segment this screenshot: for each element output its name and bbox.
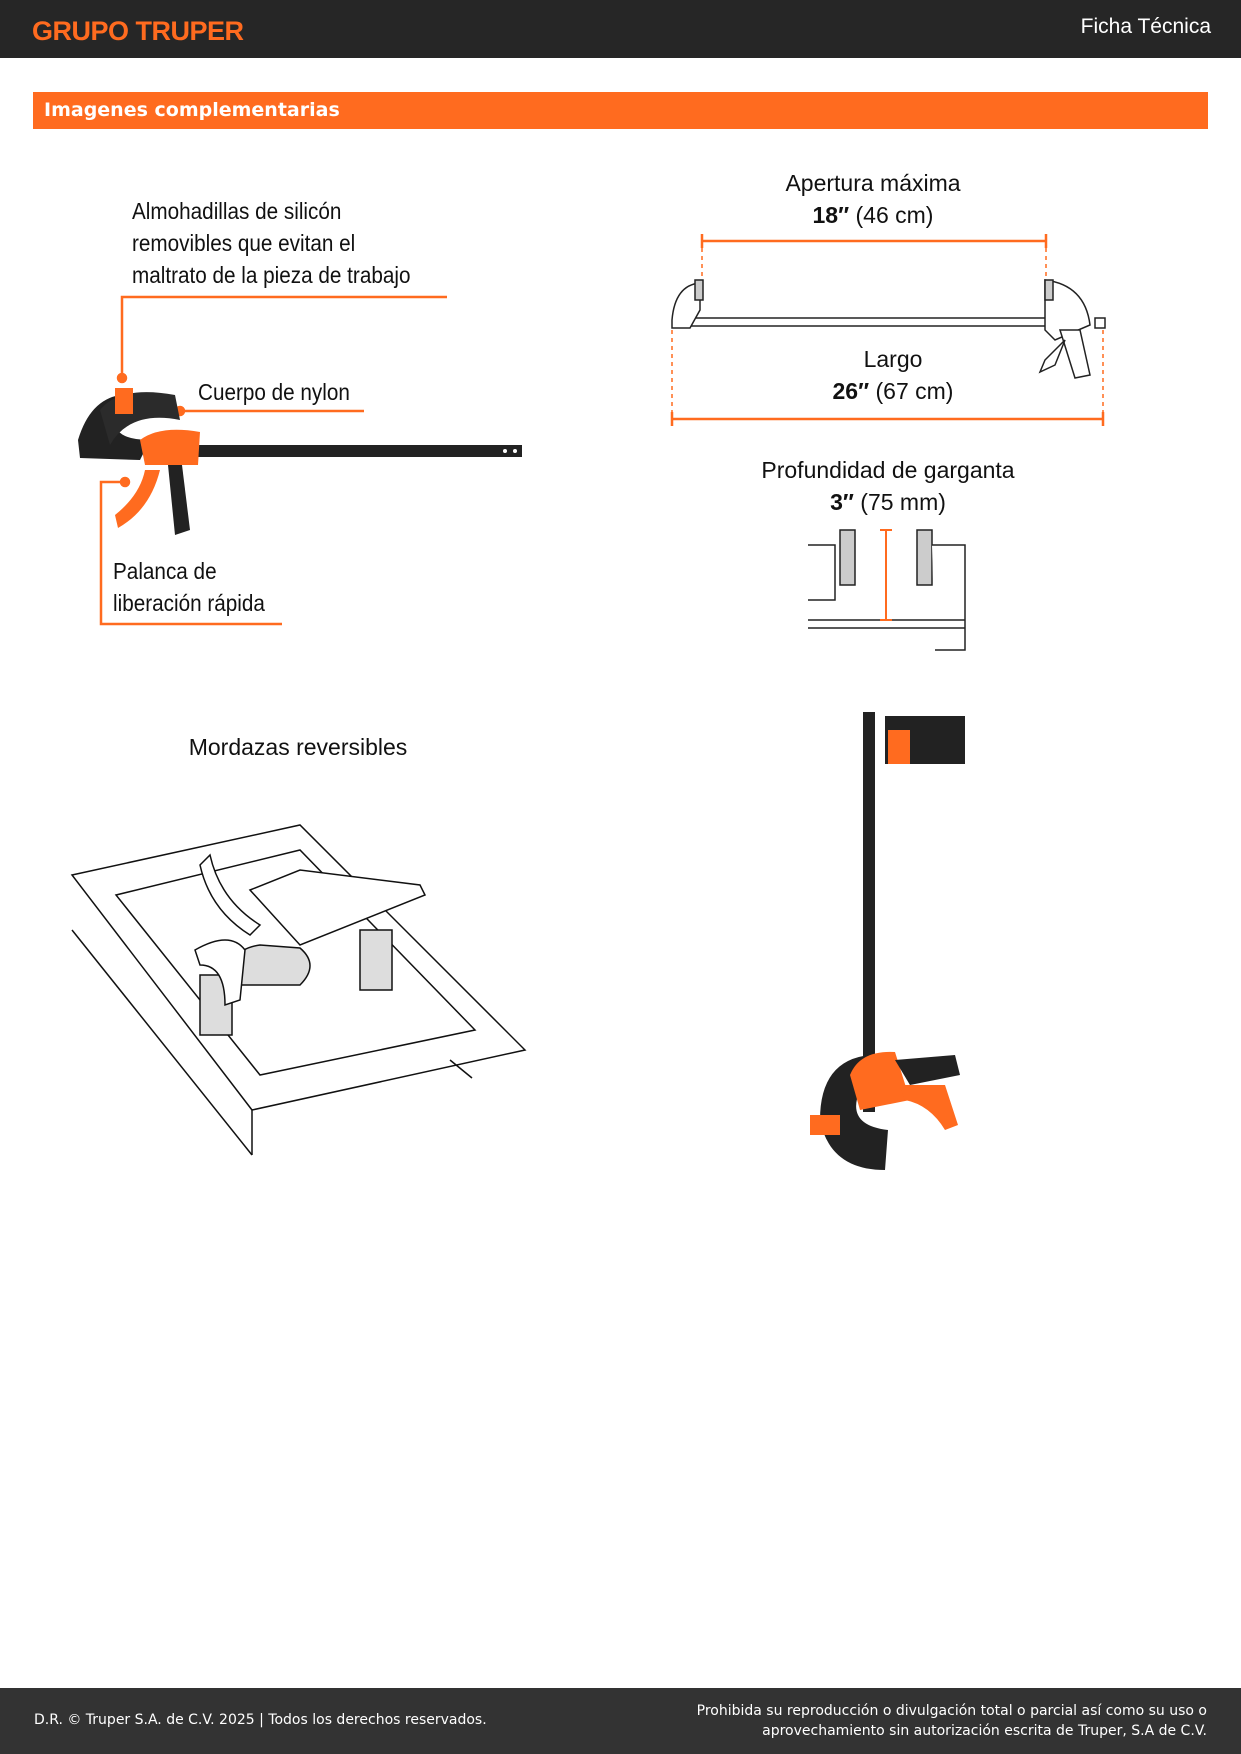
- callout-line: removibles que evitan el: [132, 230, 356, 256]
- page-footer: D.R. © Truper S.A. de C.V. 2025 | Todos …: [0, 1688, 1241, 1754]
- dimension-metric: (46 cm): [855, 202, 934, 228]
- header-title: Ficha Técnica: [1080, 15, 1211, 38]
- section-title: Imagenes complementarias: [44, 99, 340, 121]
- callout-lever: Palanca de liberación rápida: [113, 555, 265, 619]
- section-header: Imagenes complementarias: [33, 92, 1208, 129]
- reversible-jaws-sketch: [70, 824, 527, 1156]
- callout-body: Cuerpo de nylon: [198, 379, 350, 405]
- page-header: GRUPO TRUPER Ficha Técnica: [0, 0, 1241, 58]
- brand-logo: GRUPO TRUPER: [32, 16, 244, 46]
- legal-notice: Prohibida su reproducción o divulgación …: [697, 1701, 1207, 1741]
- dimension-label: Profundidad de garganta: [761, 457, 1015, 483]
- dimension-label: Apertura máxima: [785, 170, 961, 196]
- callout-lines: [99, 295, 447, 626]
- dimension-metric: (75 mm): [860, 489, 946, 515]
- dimension-value: 26″: [832, 378, 870, 404]
- dimension-length: Largo 26″ (67 cm): [693, 343, 1093, 407]
- copyright: D.R. © Truper S.A. de C.V. 2025 | Todos …: [34, 1712, 487, 1728]
- dimension-opening: Apertura máxima 18″ (46 cm): [673, 167, 1073, 231]
- callout-line: Almohadillas de silicón: [132, 198, 342, 224]
- clamp-photo-horizontal: [78, 388, 522, 535]
- dimension-diagram: [670, 234, 1106, 651]
- callout-line: maltrato de la pieza de trabajo: [132, 262, 411, 288]
- notice-line: aprovechamiento sin autorización escrita…: [762, 1723, 1207, 1739]
- dimension-metric: (67 cm): [875, 378, 954, 404]
- dimension-throat: Profundidad de garganta 3″ (75 mm): [688, 454, 1088, 518]
- dimension-value: 3″: [830, 489, 854, 515]
- dimension-label: Largo: [863, 346, 923, 372]
- clamp-photo-vertical: [810, 712, 965, 1170]
- notice-line: Prohibida su reproducción o divulgación …: [696, 1703, 1207, 1719]
- callout-line: liberación rápida: [113, 590, 265, 616]
- reversible-jaws-label: Mordazas reversibles: [188, 734, 408, 760]
- callout-line: Palanca de: [113, 558, 217, 584]
- callout-pads: Almohadillas de silicón removibles que e…: [132, 195, 410, 291]
- dimension-value: 18″: [812, 202, 850, 228]
